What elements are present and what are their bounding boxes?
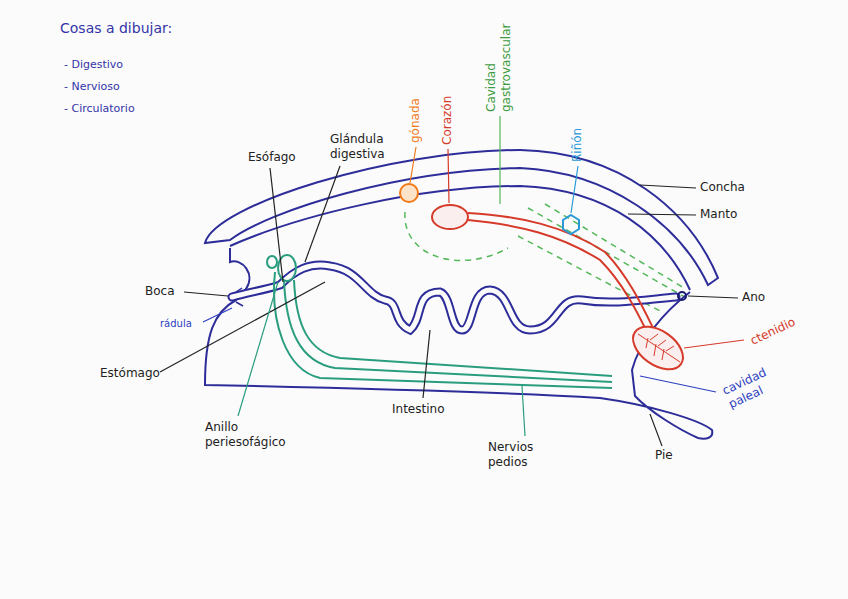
part-label: Anillo periesofágico	[205, 420, 286, 450]
gill	[625, 318, 690, 378]
leader-line	[571, 166, 578, 213]
part-label: Intestino	[392, 402, 444, 417]
part-label: Riñón	[570, 128, 585, 162]
leader-line	[184, 292, 228, 296]
body-outline	[205, 248, 712, 439]
part-label: Manto	[700, 207, 737, 222]
part-label: Glándula digestiva	[330, 132, 385, 162]
vessel	[468, 220, 650, 338]
anus	[678, 292, 686, 300]
leader-line	[160, 282, 325, 372]
ganglion	[267, 256, 277, 268]
part-label: Concha	[700, 180, 745, 195]
leader-line	[522, 386, 525, 436]
leader-line	[270, 168, 283, 282]
leader-line	[203, 308, 232, 322]
pedal-nerve	[294, 280, 612, 376]
leader-line	[423, 330, 430, 398]
leader-line	[448, 149, 449, 203]
leader-line	[410, 147, 416, 183]
part-label: gónada	[408, 98, 423, 143]
heart	[432, 205, 468, 229]
leader-line	[499, 116, 500, 204]
part-label: Corazón	[440, 96, 455, 145]
heading-note: Cosas a dibujar:	[60, 20, 172, 38]
leader-line	[640, 185, 696, 188]
leader-line	[640, 376, 716, 392]
part-label: Estómago	[100, 366, 160, 381]
leader-line	[688, 296, 738, 298]
note-item: - Nervioso	[64, 80, 120, 94]
vessel	[468, 213, 656, 334]
part-label: Pie	[655, 448, 673, 463]
leader-line	[238, 282, 278, 416]
gonad	[400, 184, 418, 202]
part-label: cavidad paleal	[720, 365, 775, 412]
leader-line	[305, 166, 340, 262]
note-item: - Circulatorio	[64, 102, 135, 116]
leader-line	[684, 340, 744, 348]
leader-line	[650, 414, 662, 446]
radula	[236, 288, 243, 306]
kidney	[563, 215, 579, 234]
gill-filaments	[638, 334, 680, 362]
part-label: Esófago	[248, 150, 296, 165]
digestive-lumen	[232, 265, 676, 330]
part-label: Nervios pedios	[488, 440, 533, 470]
digestive-tract	[232, 265, 676, 330]
pedal-nerve	[284, 280, 612, 382]
part-label: rádula	[160, 318, 192, 331]
leader-line	[628, 214, 696, 215]
note-item: - Digestivo	[64, 58, 123, 72]
part-label: Ano	[742, 290, 765, 305]
shell	[205, 150, 718, 285]
part-label: Cavidad gastrovascular	[484, 24, 514, 112]
part-label: Boca	[145, 284, 175, 299]
part-label: ctenidio	[748, 315, 798, 349]
pedal-nerve	[274, 272, 612, 388]
